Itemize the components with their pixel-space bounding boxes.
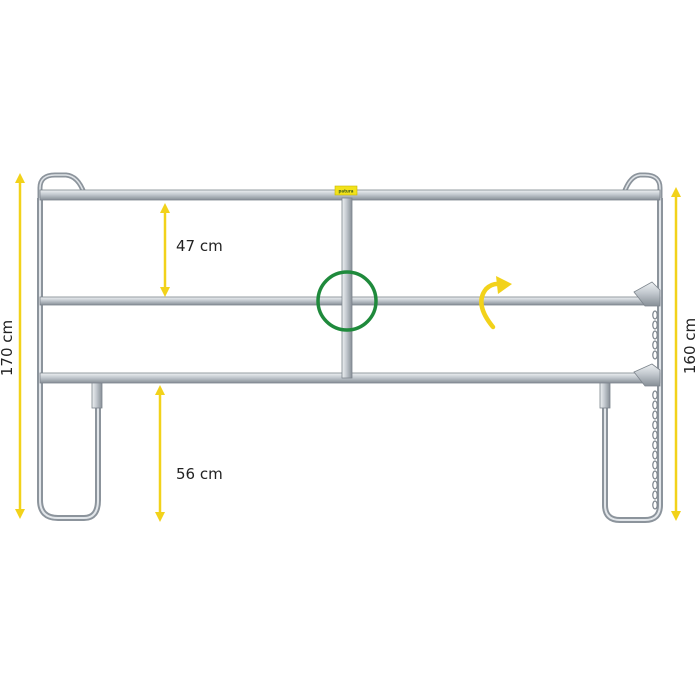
left-foot-tab — [91, 379, 103, 409]
bar-spacing-label: 47 cm — [176, 237, 223, 255]
lower-hinge-bracket — [633, 363, 661, 387]
right-post — [602, 198, 663, 523]
right-foot-tab — [599, 379, 611, 409]
dimension-lines — [15, 173, 681, 522]
brand-tag: patura — [334, 185, 358, 196]
center-joint-circle-icon — [316, 270, 378, 332]
brand-tag-label: patura — [339, 189, 354, 194]
gate-frame — [37, 172, 663, 523]
end-height-label: 160 cm — [681, 318, 699, 374]
ground-clearance-label: 56 cm — [176, 465, 223, 483]
left-post — [37, 198, 101, 521]
total-height-label: 170 cm — [0, 320, 16, 376]
upper-hinge-bracket — [633, 281, 661, 307]
chain — [652, 310, 658, 510]
center-vertical-bar — [341, 197, 353, 379]
swing-direction-arrow-icon — [479, 276, 512, 330]
